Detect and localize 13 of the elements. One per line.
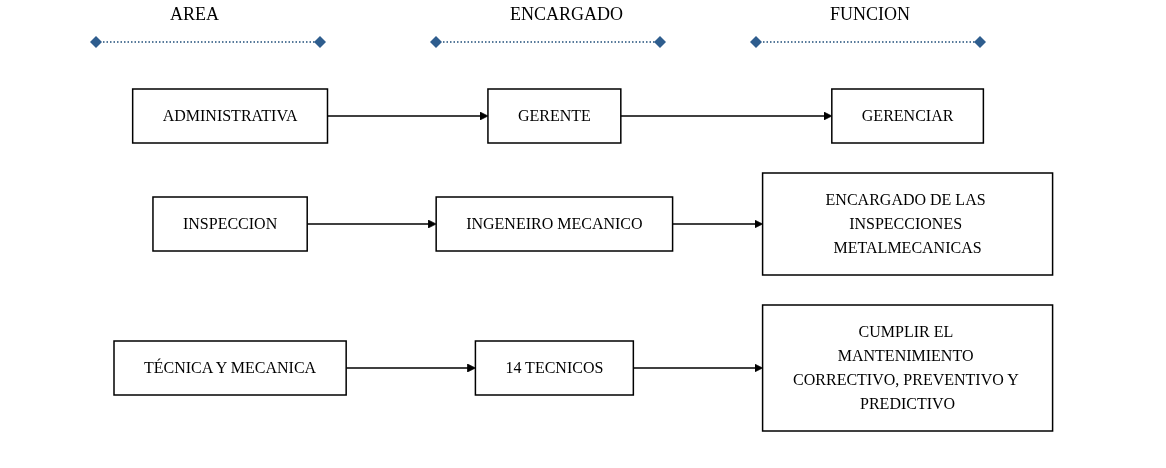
node-box: INGENEIRO MECANICO (435, 196, 674, 252)
arrow (345, 363, 476, 373)
node-box: CUMPLIR EL MANTENIMIENTO CORRECTIVO, PREVENTIVO Y PREDICTIVO (761, 304, 1054, 432)
node-box: ADMINISTRATIVA (131, 88, 328, 144)
node-box: 14 TECNICOS (474, 340, 634, 396)
node-box: GERENTE (486, 88, 622, 144)
node-box: GERENCIAR (830, 88, 984, 144)
node-box: TÉCNICA Y MECANICA (112, 340, 347, 396)
column-heading: AREA (170, 4, 219, 25)
column-heading: FUNCION (830, 4, 910, 25)
node-box: ENCARGADO DE LAS INSPECCIONES METALMECANICAS (761, 172, 1054, 276)
node-box: INSPECCION (151, 196, 308, 252)
column-heading: ENCARGADO (510, 4, 623, 25)
